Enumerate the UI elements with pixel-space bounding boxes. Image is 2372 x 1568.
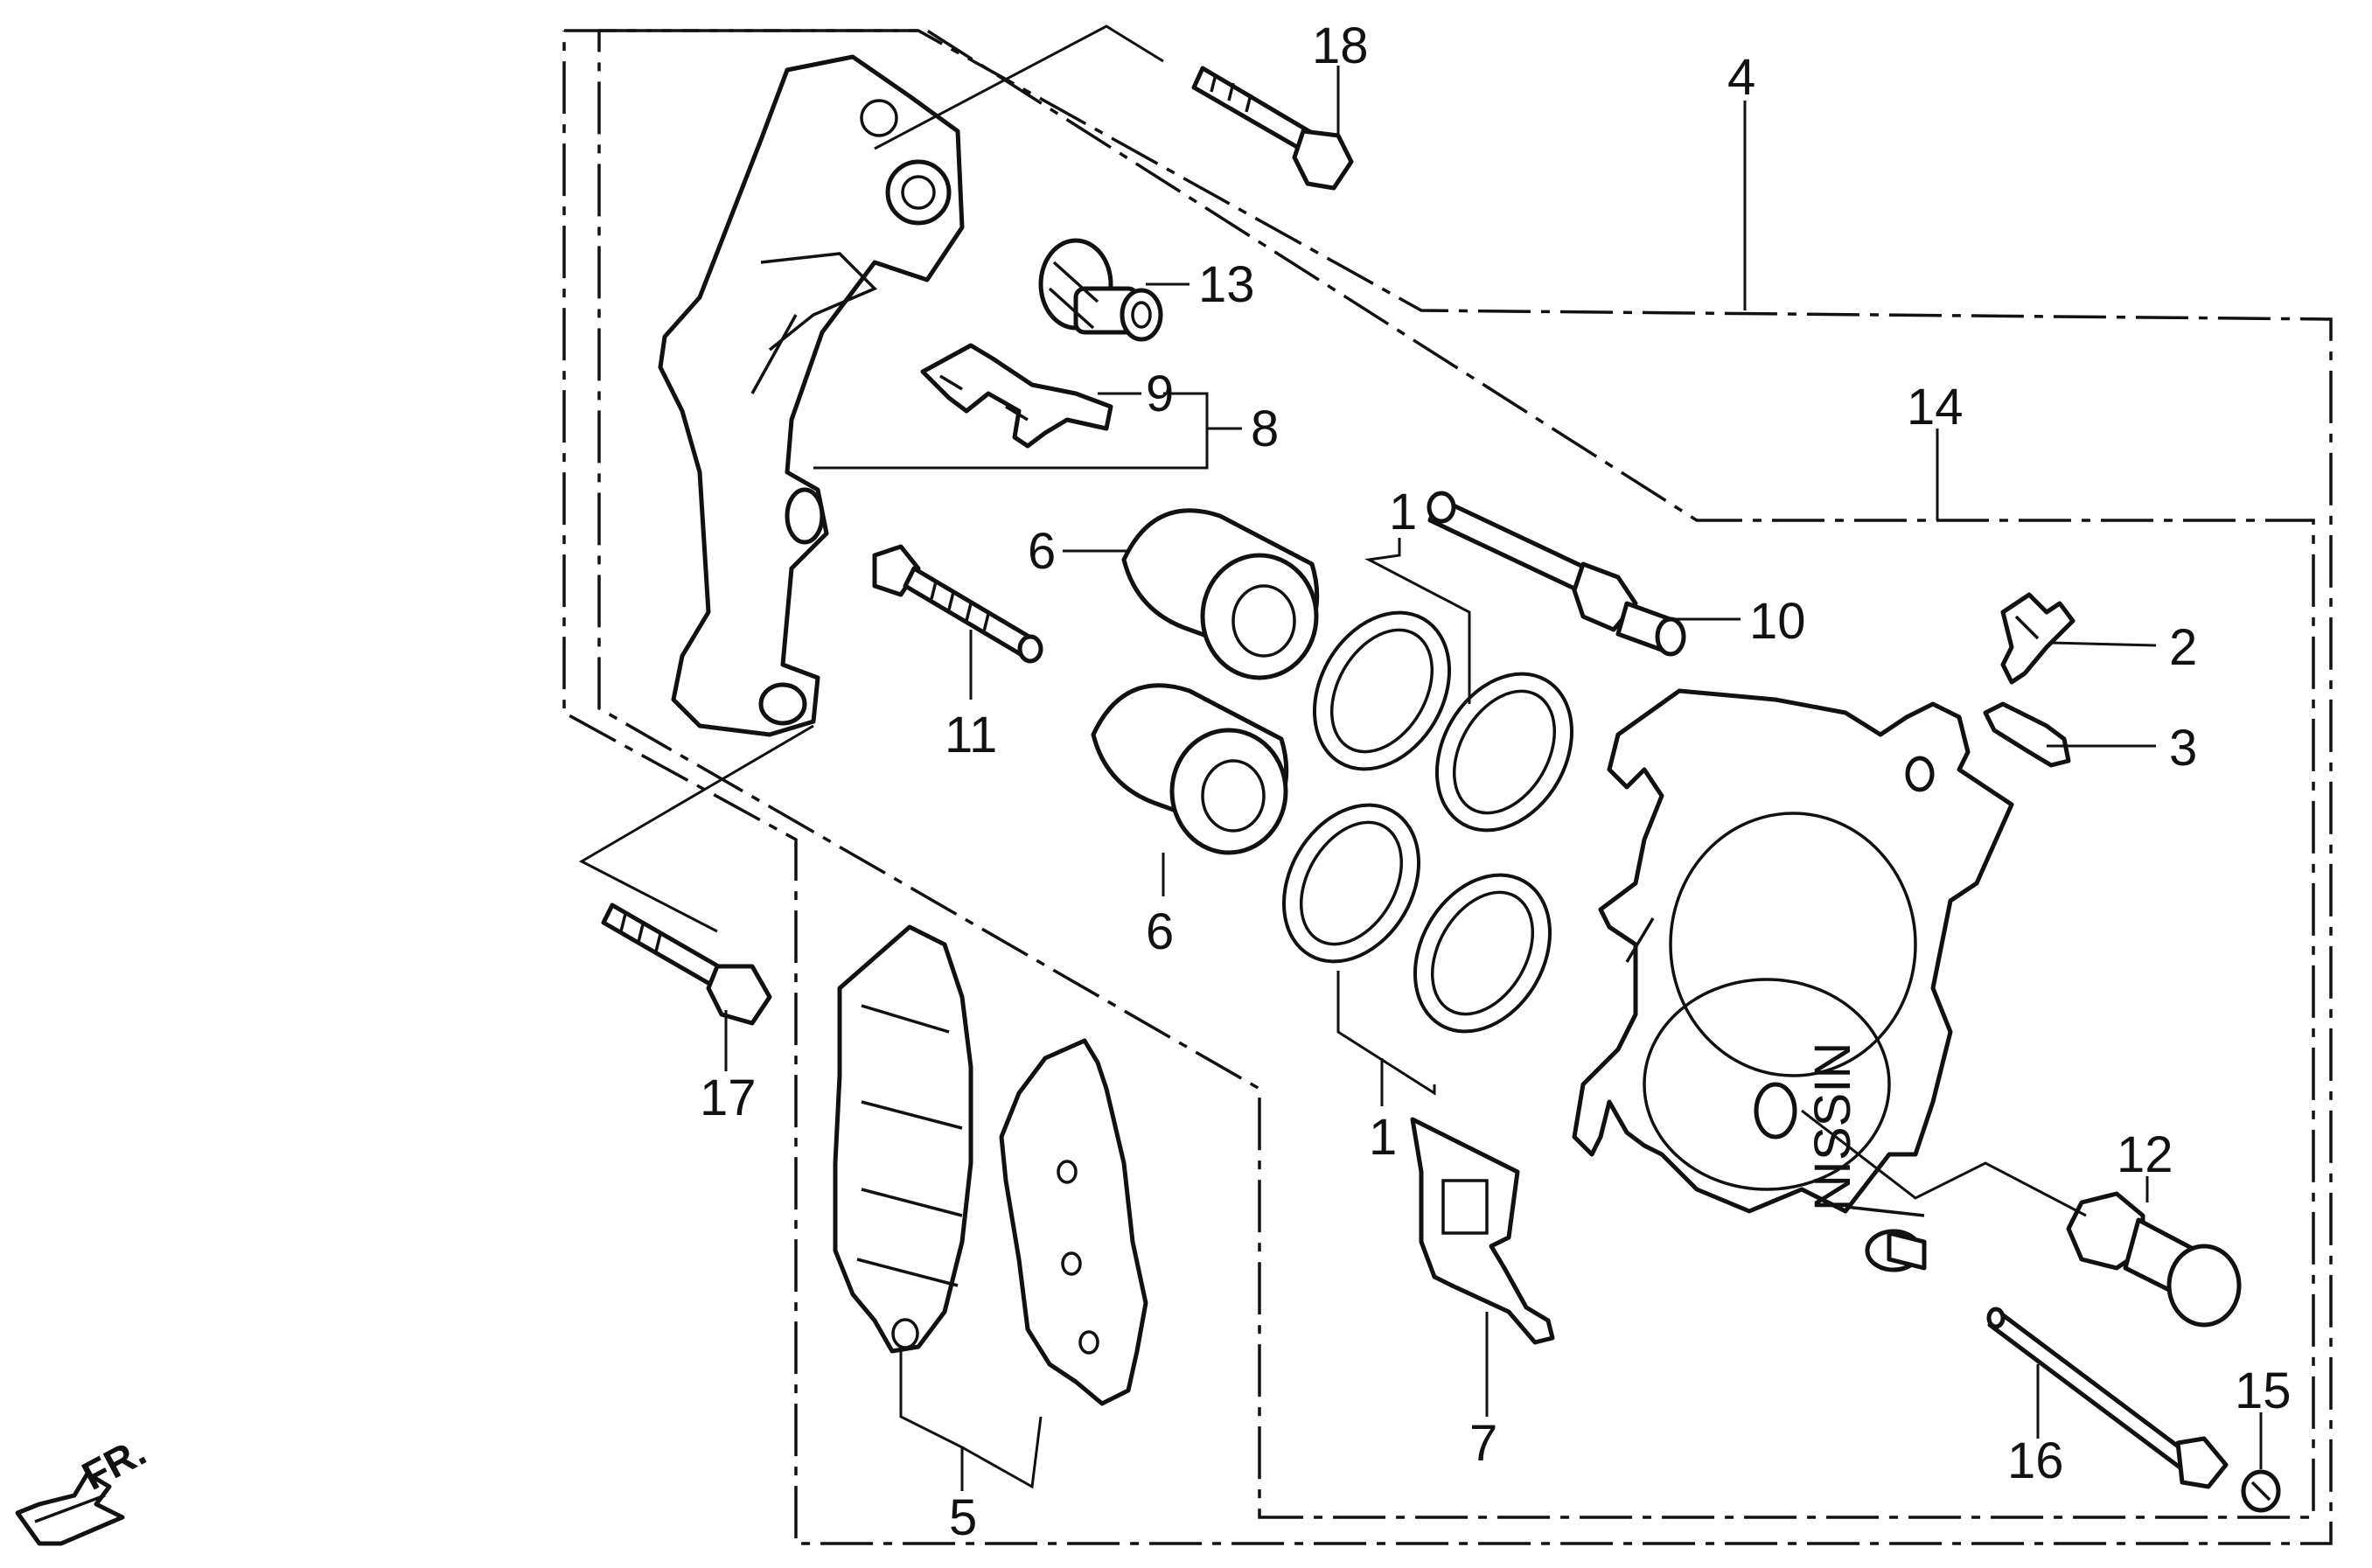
bleeder-valve-2 [2000, 592, 2076, 685]
callout-6-upper: 6 [1028, 523, 1056, 580]
callout-12: 12 [2117, 1126, 2173, 1183]
pin-10 [1427, 491, 1686, 657]
callout-1-upper: 1 [1389, 484, 1417, 540]
pad-spring-9 [920, 343, 1113, 449]
leader-lines [578, 24, 2263, 1491]
caliper-bracket [658, 54, 965, 737]
callout-10: 10 [1749, 593, 1806, 650]
pad-retainer-7 [1410, 1117, 1555, 1345]
callout-7: 7 [1469, 1415, 1497, 1472]
boot-13 [1038, 238, 1163, 342]
callout-6-lower: 6 [1146, 903, 1174, 960]
plug-15 [2241, 1469, 2281, 1513]
front-direction-arrow-icon [15, 1471, 125, 1546]
callout-14: 14 [1907, 379, 1964, 436]
callout-5: 5 [949, 1489, 977, 1546]
bolt-18 [1191, 66, 1354, 191]
callout-17: 17 [700, 1070, 757, 1126]
bolt-17 [601, 902, 772, 1026]
callout-13: 13 [1198, 256, 1255, 313]
callout-15: 15 [2235, 1362, 2292, 1419]
callout-4: 4 [1727, 49, 1755, 106]
callout-9: 9 [1146, 366, 1174, 422]
piston-6-lower [1091, 683, 1289, 855]
callout-16: 16 [2007, 1432, 2064, 1489]
brake-pad-5-inner [833, 924, 973, 1354]
pin-16 [1986, 1307, 2229, 1489]
piston-seal-lower-b [1413, 873, 1552, 1034]
brand-mark-text: NISSIN [1804, 1042, 1861, 1211]
piston-seal-upper-a [1312, 610, 1452, 771]
caliper-body [1572, 688, 2014, 1272]
pin-11 [872, 544, 1043, 664]
piston-seal-lower-a [1281, 803, 1421, 964]
bleeder-cap-3 [1983, 701, 2071, 768]
callout-1-lower: 1 [1369, 1109, 1397, 1166]
bolt-12 [2066, 1191, 2242, 1328]
assembly-outline-4 [562, 29, 2333, 1545]
callout-18: 18 [1312, 17, 1369, 74]
callout-2: 2 [2169, 619, 2197, 676]
piston-seal-upper-b [1434, 672, 1574, 833]
brake-pad-5-outer [999, 1038, 1148, 1406]
callout-8: 8 [1251, 401, 1279, 457]
callout-11: 11 [945, 707, 997, 763]
piston-6-upper [1121, 508, 1320, 680]
callout-3: 3 [2169, 720, 2197, 777]
